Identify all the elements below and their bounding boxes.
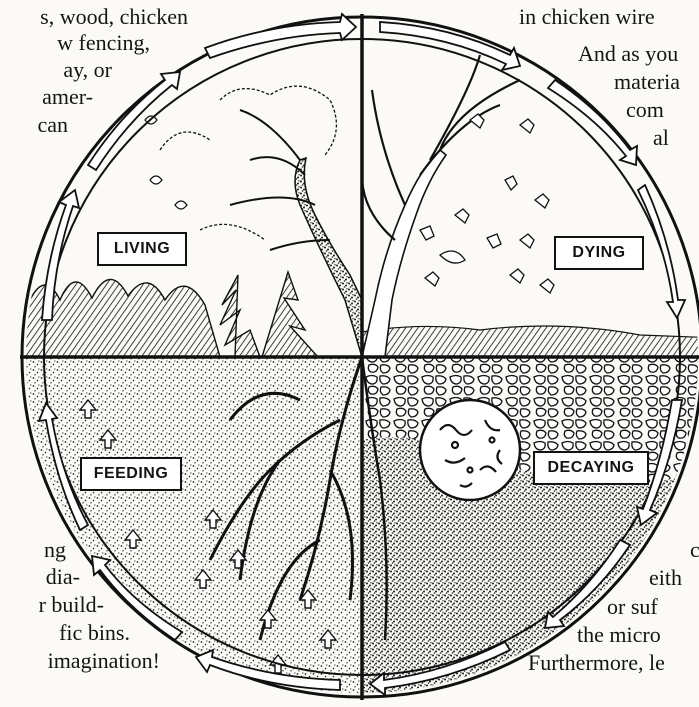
- feeding-label: FEEDING: [80, 457, 182, 491]
- decaying-label: DECAYING: [533, 451, 649, 485]
- living-label: LIVING: [97, 232, 187, 266]
- dying-label: DYING: [554, 236, 644, 270]
- feeding-soil: [0, 357, 362, 707]
